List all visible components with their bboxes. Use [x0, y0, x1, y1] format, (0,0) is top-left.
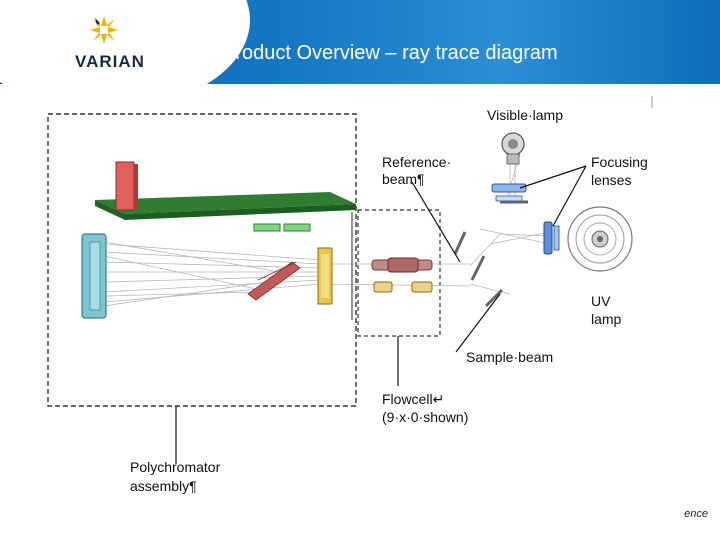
focusing-lens-top — [491, 183, 527, 202]
reference-beam-label-line1: Reference· — [382, 154, 451, 170]
focusing-lens-side — [543, 221, 560, 255]
grating — [247, 261, 301, 301]
ray-trace-diagram: Visible·lamp Reference· beam¶ Focusing l… — [47, 96, 653, 494]
focusing-lenses-label-line1: Focusing — [591, 154, 648, 170]
focusing-lenses-label-line2: lenses — [591, 172, 631, 188]
varian-logo-icon — [90, 16, 118, 44]
beam-mirrors — [453, 200, 528, 308]
header-swoosh — [0, 0, 250, 84]
page-title: Product Overview – ray trace diagram — [222, 42, 558, 64]
uv-lamp-icon — [567, 206, 633, 272]
polychromator-label-line1: Polychromator — [130, 459, 221, 475]
sample-beam-label: Sample·beam — [466, 349, 553, 365]
uv-lamp-label-line1: UV — [591, 293, 611, 309]
header-banner: VARIAN Product Overview – ray trace diag… — [0, 0, 720, 84]
flowcell-tubes — [371, 257, 433, 293]
entrance-slit — [317, 247, 333, 305]
brand-logo-text: VARIAN — [75, 52, 145, 71]
annotation-pointers — [175, 165, 587, 464]
visible-lamp-icon — [501, 132, 525, 165]
circuit-board — [95, 161, 356, 232]
polychromator-dashed-box — [47, 113, 357, 407]
flowcell-label-line2: (9·x·0·shown) — [382, 409, 468, 425]
uv-lamp-label-line2: lamp — [591, 311, 622, 327]
visible-lamp-label: Visible·lamp — [487, 107, 563, 123]
flowcell-label-line1: Flowcell↵ — [382, 391, 444, 407]
footer-text: ence — [684, 508, 708, 520]
polychromator-mirror — [81, 233, 107, 319]
reference-beam-label-line2: beam¶ — [382, 171, 425, 187]
flowcell-dashed-box — [357, 209, 441, 337]
polychromator-label-line2: assembly¶ — [130, 478, 197, 494]
